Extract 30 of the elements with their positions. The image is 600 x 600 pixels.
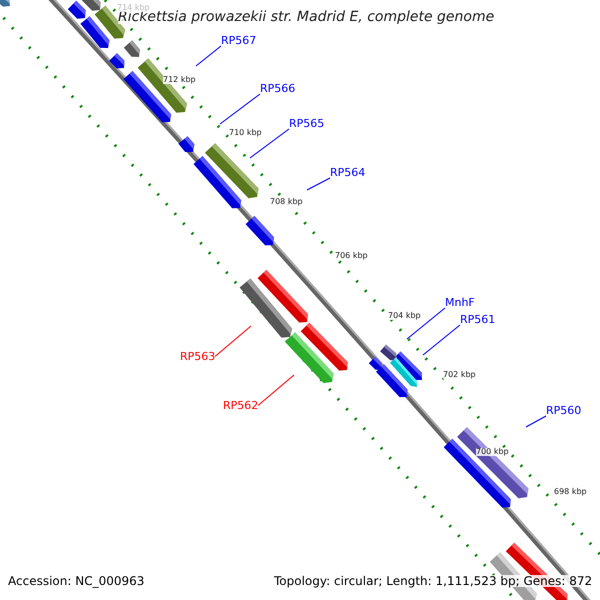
scale-label: 704 kbp [388,312,421,320]
title: Rickettsia prowazekii str. Madrid E, complete genome [118,10,494,24]
scale-label: 708 kbp [270,198,303,206]
leader-line [306,178,330,190]
leader-line [258,374,294,406]
gene-label: RP565 [289,118,324,129]
leader-line [422,324,460,356]
scale-label: 702 kbp [443,371,476,379]
leader-line [220,94,260,124]
gene-label: RP567 [221,35,256,46]
footer-text: Topology: circular; Length: 1,111,523 bp; Genes: 872 [274,575,592,587]
gene-label: RP563 [180,351,216,362]
leader-line [214,326,252,357]
gene-label: RP564 [330,167,366,178]
scale-label: 710 kbp [229,129,262,137]
leader-line [526,416,546,428]
scale-label: 706 kbp [335,252,368,260]
footer-text: Accession: NC_000963 [8,575,144,587]
leader-line [406,308,446,340]
gene-label: RP566 [260,83,296,94]
leader-line [250,128,290,158]
gene-label: RP560 [546,405,582,416]
scale-label: 714 kbp [117,4,150,12]
scale-label: 712 kbp [163,76,196,84]
gene-label: RP561 [460,314,496,325]
scale-label: 698 kbp [554,488,587,496]
gene-label: MnhF [445,297,475,308]
leader-line [196,46,222,66]
gene-label: RP562 [223,400,258,411]
scale-label: 700 kbp [476,448,509,456]
